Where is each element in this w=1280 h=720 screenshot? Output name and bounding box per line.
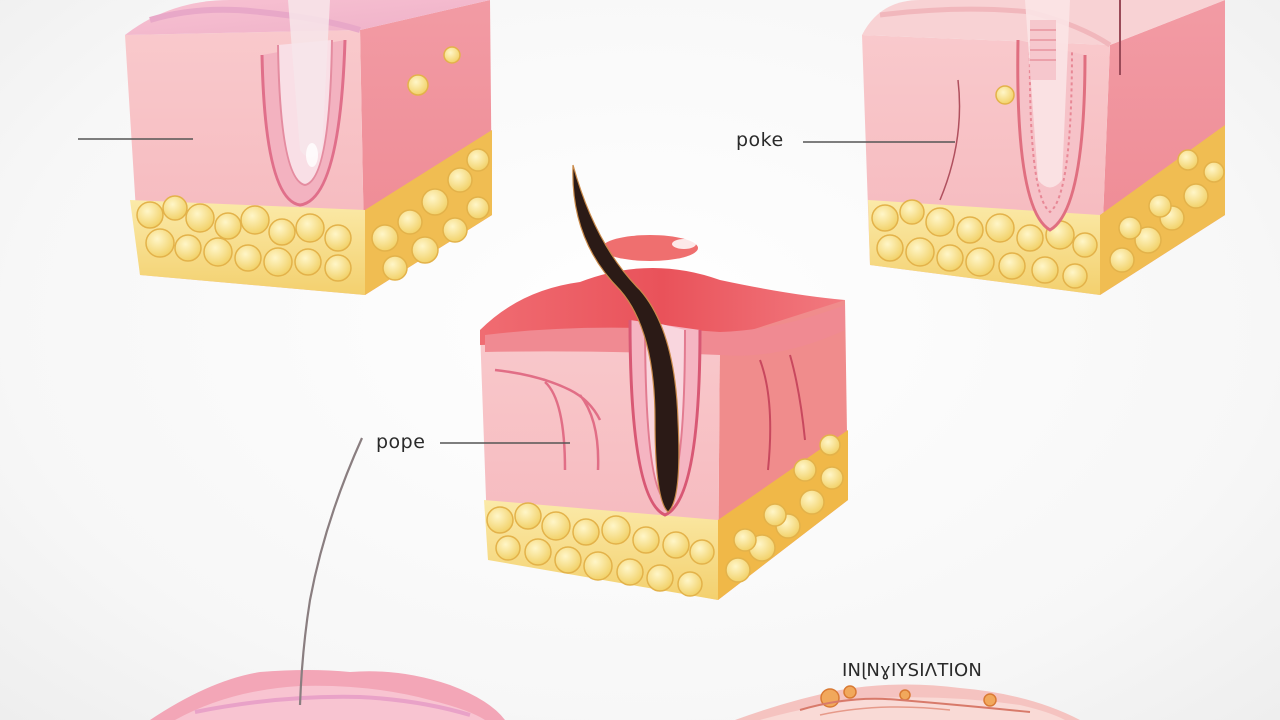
hair-strand-center bbox=[572, 164, 680, 513]
label-pore-center: pope bbox=[376, 431, 426, 453]
skin-block-center bbox=[480, 164, 848, 600]
label-inflammation: INɭNɣIYSIΛTION bbox=[842, 660, 983, 681]
fat-cells-center bbox=[486, 434, 844, 597]
skin-block-top-left bbox=[125, 0, 492, 295]
fat-cells-top-left bbox=[136, 46, 490, 282]
label-pore-right: poke bbox=[736, 129, 784, 151]
skin-block-top-right bbox=[862, 0, 1225, 295]
skin-block-bottom-right bbox=[735, 684, 1080, 720]
hair-strand-bottom-left bbox=[298, 437, 364, 706]
fat-cells-top-right bbox=[871, 85, 1225, 289]
skin-block-bottom-left bbox=[150, 437, 505, 720]
